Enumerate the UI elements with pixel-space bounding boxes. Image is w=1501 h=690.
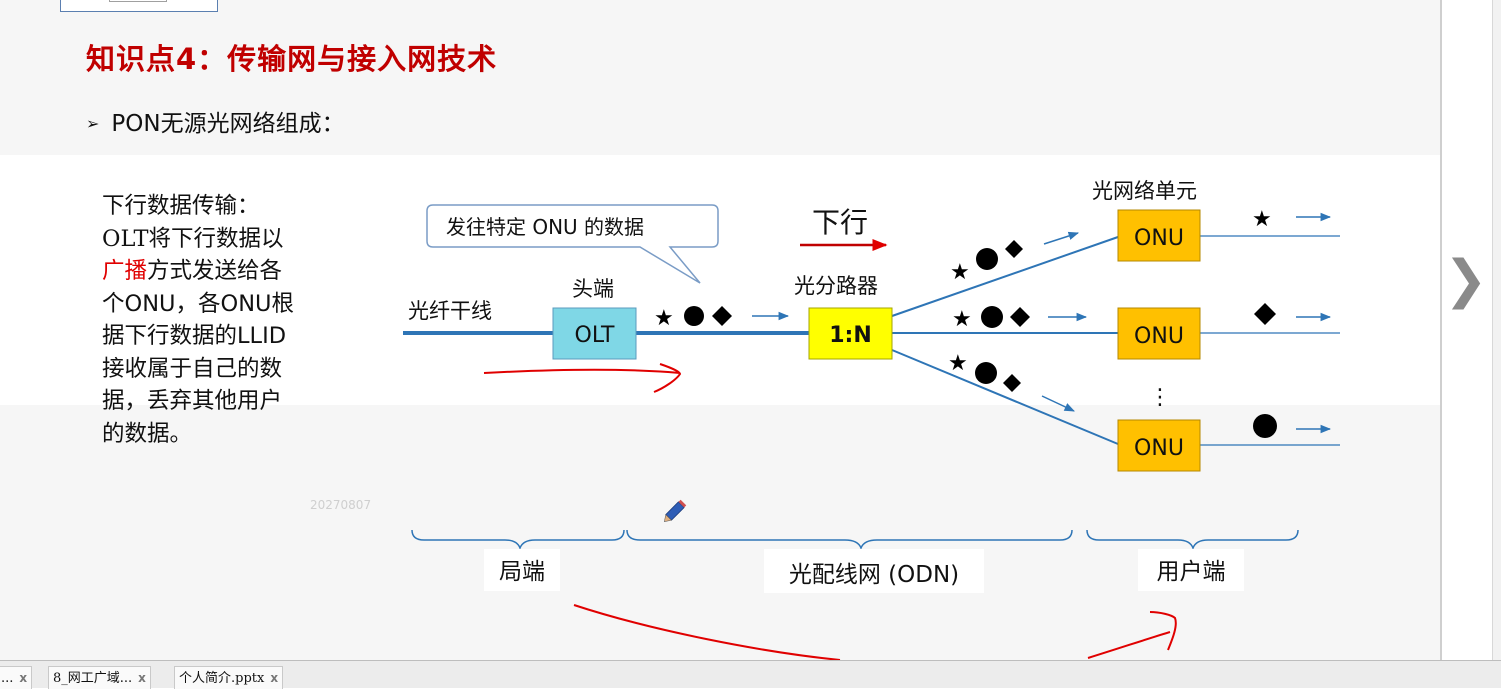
- flow-arrow-bottom: [1041, 395, 1075, 412]
- label-box-user: [1138, 549, 1244, 591]
- circle-icon: [975, 362, 997, 384]
- star-icon: ★: [952, 307, 972, 332]
- head-end-label: 头端: [572, 277, 614, 301]
- onu-label-2: ONU: [1134, 324, 1184, 349]
- bullet-text: PON无源光网络组成：: [111, 111, 345, 137]
- diamond-icon: [1254, 303, 1276, 325]
- side-panel: [1440, 0, 1501, 660]
- scrollbar[interactable]: [1492, 0, 1501, 660]
- diamond-icon: [1005, 240, 1023, 258]
- tab-label: 个人简介.pptx: [179, 671, 265, 686]
- slide-header-tab: [60, 0, 218, 12]
- segment-label-odn: 光配线网 (ODN): [789, 562, 959, 588]
- slide: 知识点4：传输网与接入网技术 ➢ PON无源光网络组成： 下行数据传输： OLT将…: [0, 0, 1440, 660]
- brace-central-office: [411, 529, 625, 551]
- splitter-label: 光分路器: [794, 274, 878, 298]
- segment-label-user: 用户端: [1157, 559, 1226, 585]
- chevron-right-icon[interactable]: ❯: [1444, 250, 1488, 310]
- label-box-odn: [764, 549, 984, 593]
- onu-box-1: [1117, 209, 1201, 262]
- callout-text: 发往特定 ONU 的数据: [446, 215, 644, 239]
- olt-box: [552, 307, 637, 360]
- onu-box-3: [1117, 419, 1201, 472]
- onu-ellipsis: ⋮: [1149, 385, 1171, 410]
- circle-icon: [981, 306, 1003, 328]
- taskbar: ... x 8_网工广域... x 个人简介.pptx x: [0, 660, 1501, 689]
- star-icon: ★: [950, 260, 970, 285]
- bottom-branch-symbols: ★: [948, 351, 1021, 392]
- olt-label: OLT: [575, 323, 616, 348]
- label-box-central: [484, 549, 560, 591]
- tab-label: ...: [1, 671, 14, 686]
- onu-label-3: ONU: [1134, 436, 1184, 461]
- splitter-box: [808, 307, 893, 360]
- onu-label-1: ONU: [1134, 226, 1184, 251]
- branch-top: [891, 236, 1119, 317]
- diamond-icon: [1010, 307, 1030, 327]
- tab-label: 8_网工广域...: [53, 671, 133, 686]
- circle-icon: [684, 306, 704, 326]
- bullet-item: ➢ PON无源光网络组成：: [86, 104, 345, 138]
- direction-label: 下行: [812, 206, 868, 239]
- taskbar-tab-3[interactable]: 个人简介.pptx x: [174, 666, 284, 689]
- close-icon[interactable]: x: [138, 671, 146, 685]
- branch-bottom: [891, 349, 1119, 445]
- pon-diagram: 下行 发往特定 ONU 的数据 光纤干线 头端 光分路器 光网络单元 OLT 1…: [310, 179, 1340, 660]
- description-text: 下行数据传输： OLT将下行数据以 广播方式发送给各 个ONU，各ONU根 据下…: [102, 193, 295, 447]
- splitter-ratio: 1:N: [829, 323, 872, 348]
- callout-bubble: [426, 204, 719, 284]
- diamond-icon: [712, 306, 732, 326]
- brace-user-side: [1086, 529, 1299, 551]
- onu-group-label: 光网络单元: [1092, 179, 1197, 203]
- pencil-icon[interactable]: [662, 499, 687, 525]
- highlight-broadcast: 广播: [102, 258, 148, 284]
- watermark: 20270807: [310, 498, 371, 512]
- fiber-label: 光纤干线: [408, 299, 492, 323]
- arrow-bullet-icon: ➢: [86, 114, 100, 133]
- segment-label-central: 局端: [499, 559, 545, 585]
- brace-odn: [626, 529, 1073, 551]
- star-icon: ★: [948, 351, 968, 376]
- circle-icon: [976, 248, 998, 270]
- star-icon: ★: [1252, 207, 1272, 232]
- top-branch-symbols: ★: [950, 240, 1023, 285]
- close-icon[interactable]: x: [19, 671, 28, 685]
- slide-title: 知识点4：传输网与接入网技术: [86, 42, 498, 76]
- trunk-data-symbols: ★: [654, 306, 732, 331]
- star-icon: ★: [654, 306, 674, 331]
- circle-icon: [1253, 414, 1277, 438]
- annotation-curve-arrow: [573, 604, 1177, 660]
- annotation-underline-arrow: [483, 363, 682, 393]
- middle-branch-symbols: ★: [952, 306, 1030, 332]
- taskbar-tab-2[interactable]: 8_网工广域... x: [48, 666, 151, 689]
- onu-box-2: [1117, 307, 1201, 360]
- flow-arrow-top: [1043, 231, 1079, 245]
- taskbar-tab-1[interactable]: ... x: [0, 666, 33, 689]
- diagram-band: [0, 155, 1440, 405]
- close-icon[interactable]: x: [270, 671, 279, 685]
- diamond-icon: [1003, 374, 1021, 392]
